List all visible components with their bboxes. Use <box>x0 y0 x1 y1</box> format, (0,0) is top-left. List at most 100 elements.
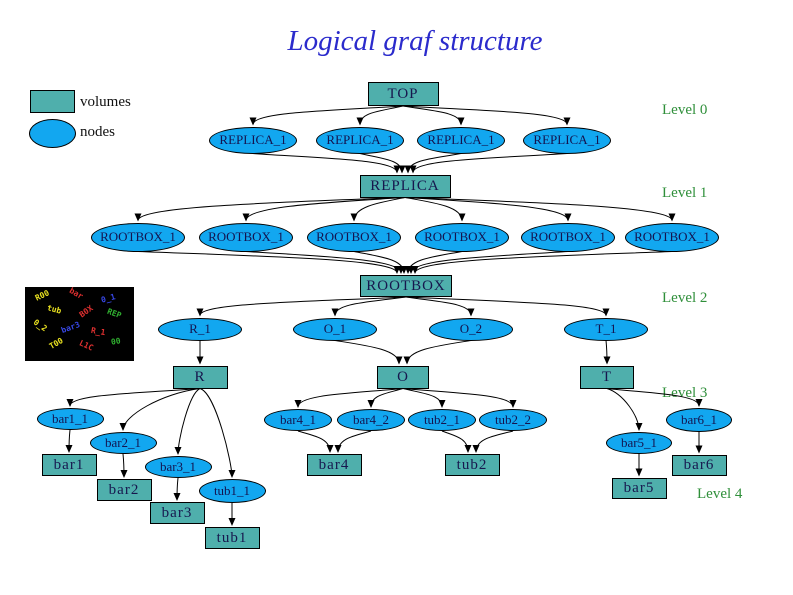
edge-tub2_2-to-tub2 <box>472 430 514 453</box>
inset-glyph-0: R00 <box>33 288 51 303</box>
edge-bar1_1-to-bar1 <box>65 429 73 453</box>
inset-glyph-2: 0_1 <box>100 292 117 305</box>
edge-tub2_1-to-tub2 <box>441 430 472 453</box>
edge-T-to-bar6_1 <box>606 388 703 407</box>
edge-REPLICA-to-rb1a <box>134 197 406 222</box>
legend-volume-swatch <box>30 90 75 113</box>
volume-REPLICA: REPLICA <box>359 174 451 198</box>
edge-rb1b-to-ROOTBOX <box>245 251 405 274</box>
edge-rb1e-to-ROOTBOX <box>407 251 569 274</box>
inset-glyph-9: T00 <box>47 335 65 352</box>
volume-tub2: tub2 <box>444 454 500 476</box>
node-O_2: O_2 <box>429 317 513 341</box>
edge-REPLICA-to-rb1b <box>242 197 406 222</box>
node-bar4_2: bar4_2 <box>337 409 405 431</box>
node-tub1_1: tub1_1 <box>198 479 266 503</box>
inset-glyph-11: 00 <box>110 336 122 347</box>
edge-T-to-bar5_1 <box>606 388 643 431</box>
edge-ROOTBOX-to-O_1 <box>331 296 407 317</box>
edge-rep1c-to-REPLICA <box>404 153 462 174</box>
edge-TOP-to-rep1a <box>249 105 404 126</box>
edge-O-to-tub2_2 <box>402 388 517 408</box>
edge-R-to-tub1_1 <box>199 388 236 478</box>
node-rb1a: ROOTBOX_1 <box>91 222 185 252</box>
volume-bar5: bar5 <box>611 477 667 499</box>
node-rep1c: REPLICA_1 <box>417 126 505 154</box>
edge-R-to-bar1_1 <box>66 388 201 407</box>
legend-label-nodes: nodes <box>80 124 115 140</box>
edge-rep1b-to-REPLICA <box>359 153 406 174</box>
edge-TOP-to-rep1b <box>356 105 404 126</box>
node-bar4_1: bar4_1 <box>264 409 332 431</box>
edge-R-to-bar3_1 <box>174 388 201 455</box>
edge-rep1a-to-REPLICA <box>252 153 401 174</box>
edge-bar4_1-to-bar4 <box>297 430 334 453</box>
edge-T_1-to-T <box>603 340 611 365</box>
edge-bar3_1-to-bar3 <box>173 477 181 501</box>
node-bar2_1: bar2_1 <box>89 432 157 454</box>
edge-ROOTBOX-to-T_1 <box>405 296 610 317</box>
edge-O-to-bar4_1 <box>294 388 404 408</box>
edge-O-to-tub2_1 <box>402 388 446 408</box>
level-label-4: Level 4 <box>697 486 743 502</box>
volume-O: O <box>377 365 429 389</box>
volume-TOP: TOP <box>367 82 439 106</box>
edge-rep1d-to-REPLICA <box>409 153 568 174</box>
edge-REPLICA-to-rb1e <box>404 197 572 222</box>
edge-bar2_1-to-bar2 <box>120 453 128 478</box>
inset-glyph-5: REP <box>105 306 123 321</box>
edge-ROOTBOX-to-O_2 <box>405 296 475 317</box>
node-R_1: R_1 <box>158 317 242 341</box>
edge-TOP-to-rep1d <box>402 105 571 126</box>
node-tub2_1: tub2_1 <box>408 409 476 431</box>
node-bar1_1: bar1_1 <box>36 408 104 430</box>
edge-O_2-to-O <box>403 340 472 365</box>
node-rb1b: ROOTBOX_1 <box>199 222 293 252</box>
edge-REPLICA-to-rb1f <box>404 197 676 222</box>
edge-TOP-to-rep1c <box>402 105 465 126</box>
level-label-0: Level 0 <box>662 102 708 118</box>
legend-node-swatch <box>29 119 76 148</box>
edge-rb1a-to-ROOTBOX <box>137 251 401 274</box>
edge-O-to-bar4_2 <box>367 388 404 408</box>
edge-REPLICA-to-rb1d <box>404 197 466 222</box>
inset-glyph-7: bar3 <box>60 319 82 336</box>
volume-ROOTBOX: ROOTBOX <box>360 275 452 297</box>
legend-label-volumes: volumes <box>80 94 131 110</box>
level-label-3: Level 3 <box>662 385 708 401</box>
volume-bar6: bar6 <box>671 454 727 476</box>
volume-tub1: tub1 <box>204 527 260 549</box>
inset-glyph-1: bar <box>67 287 85 302</box>
volume-bar2: bar2 <box>96 479 152 501</box>
node-rep1a: REPLICA_1 <box>209 126 297 154</box>
edge-R-to-bar2_1 <box>119 388 201 431</box>
node-bar3_1: bar3_1 <box>144 456 212 478</box>
node-rb1d: ROOTBOX_1 <box>415 222 509 252</box>
volume-bar1: bar1 <box>41 454 97 476</box>
edge-rb1f-to-ROOTBOX <box>411 251 673 274</box>
edge-O_1-to-O <box>334 340 403 365</box>
level-label-2: Level 2 <box>662 290 708 306</box>
edge-REPLICA-to-rb1c <box>350 197 406 222</box>
slide-title: Logical graf structure <box>287 25 543 57</box>
edge-ROOTBOX-to-R_1 <box>196 296 407 317</box>
volume-T: T <box>580 365 634 389</box>
node-tub2_2: tub2_2 <box>479 409 547 431</box>
inset-glyph-3: tub <box>46 303 63 316</box>
edge-bar4_2-to-bar4 <box>334 430 372 453</box>
node-O_1: O_1 <box>293 317 377 341</box>
inset-glyph-6: 0_2 <box>31 317 49 334</box>
volume-R: R <box>172 365 228 389</box>
volume-bar4: bar4 <box>306 454 362 476</box>
node-rb1f: ROOTBOX_1 <box>625 222 719 252</box>
inset-glyph-10: L1C <box>77 338 95 353</box>
node-rep1b: REPLICA_1 <box>316 126 404 154</box>
volume-bar3: bar3 <box>149 502 205 524</box>
node-bar6_1: bar6_1 <box>666 408 732 432</box>
node-rb1c: ROOTBOX_1 <box>307 222 401 252</box>
level-label-1: Level 1 <box>662 185 708 201</box>
node-T_1: T_1 <box>564 317 648 341</box>
inset-glyph-8: R_1 <box>90 325 107 338</box>
